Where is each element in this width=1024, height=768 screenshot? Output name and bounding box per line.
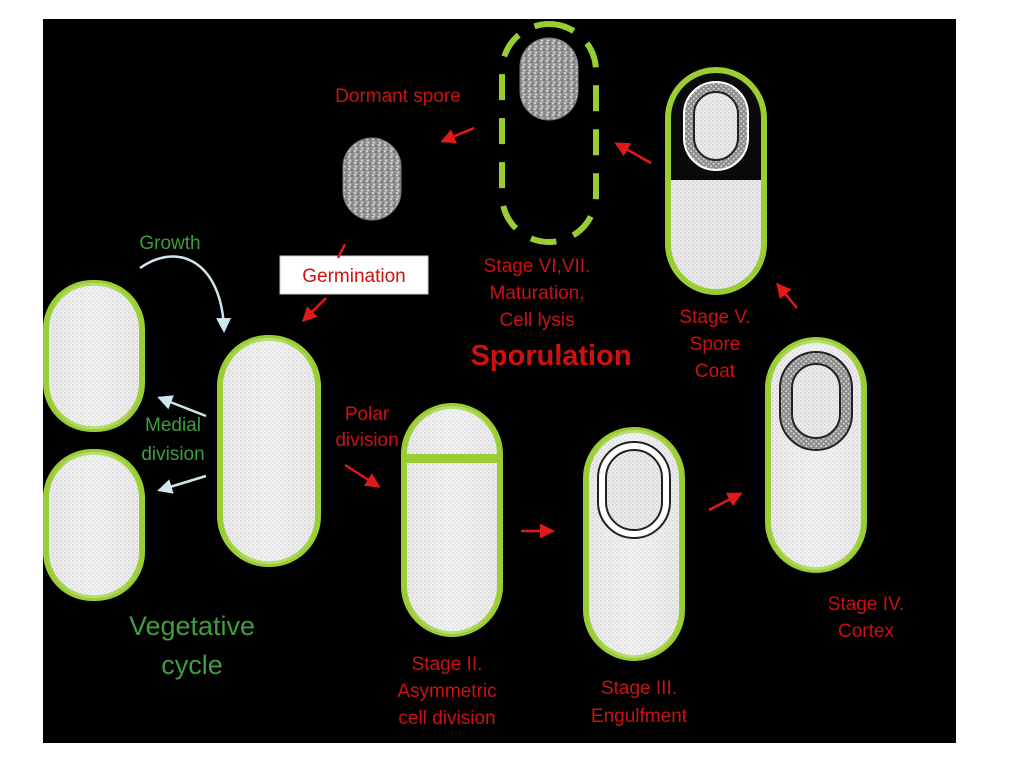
- label-medial: Medial: [145, 415, 201, 436]
- stage5-cell: [665, 67, 767, 295]
- dormant-spore: [342, 137, 402, 221]
- arrow-germination-top: [336, 243, 347, 259]
- label-stage5-line3: Coat: [695, 361, 736, 382]
- label-stage67-line2: Maturation,: [489, 283, 584, 304]
- stage4-cell: [765, 337, 867, 573]
- label-division: division: [141, 444, 204, 465]
- label-vegetative: Vegetative: [129, 611, 255, 641]
- label-sporulation: Sporulation: [470, 340, 631, 372]
- arrow-stage3-to-stage4: [708, 492, 743, 512]
- stage3-cell: [583, 427, 685, 661]
- stage67-lysing-cell: [499, 21, 599, 245]
- label-stage3-line2: Engulfment: [591, 706, 688, 727]
- label-cycle: cycle: [161, 650, 223, 680]
- label-polar: Polar: [345, 404, 390, 425]
- label-stage67-line3: Cell lysis: [500, 310, 575, 331]
- label-stage67-title: Stage VI,VII.: [484, 256, 591, 277]
- arrow-stage5-to-stage67: [614, 142, 652, 165]
- label-stage2-line3: cell division: [398, 708, 495, 729]
- label-germination: Germination: [302, 266, 406, 287]
- arrow-polar-division: [344, 463, 381, 488]
- engulfed-forespore-inner: [605, 449, 663, 531]
- arrow-to-dormant-spore: [440, 126, 475, 144]
- labels: Dormant spore Germination Growth Medial …: [129, 86, 904, 729]
- label-stage5-line2: Spore: [690, 334, 741, 355]
- arrow-medial-division-down: [157, 474, 207, 494]
- label-growth: Growth: [139, 233, 200, 254]
- arrow-germination-bottom: [301, 297, 327, 323]
- arrows: [139, 126, 798, 539]
- label-polar-division: division: [335, 430, 398, 451]
- polar-septum: [404, 454, 500, 463]
- stage5-forespore: [693, 91, 739, 161]
- vegetative-cell-bottom-left: [43, 449, 145, 601]
- stage4-forespore: [791, 363, 841, 439]
- vegetative-cell-top-left: [43, 280, 145, 432]
- stage2-cell: [401, 403, 503, 637]
- arrow-growth: [139, 255, 232, 333]
- vegetative-cell-large: [217, 335, 321, 567]
- label-stage2-line2: Asymmetric: [397, 681, 496, 702]
- label-stage4-title: Stage IV.: [828, 594, 904, 615]
- label-stage5-title: Stage V.: [679, 307, 750, 328]
- mature-spore: [519, 37, 579, 121]
- label-stage4-line2: Cortex: [838, 621, 894, 642]
- label-dormant-spore: Dormant spore: [335, 86, 461, 107]
- arrow-stage4-to-stage5: [776, 282, 798, 309]
- arrow-medial-division-up: [157, 395, 207, 418]
- germination-box: [279, 255, 429, 295]
- label-stage2-title: Stage II.: [412, 654, 483, 675]
- label-stage3-title: Stage III.: [601, 678, 677, 699]
